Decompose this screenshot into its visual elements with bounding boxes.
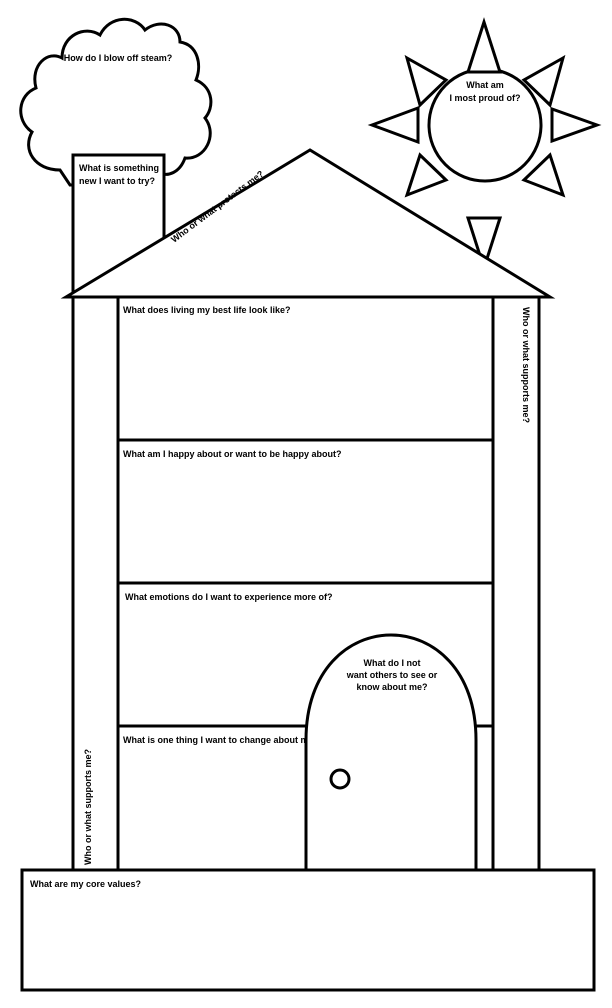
left-pillar-prompt: Who or what supports me? (83, 749, 93, 865)
door-prompt-line1: What do I not (364, 658, 421, 668)
door-knob (329, 768, 351, 790)
roof (60, 148, 556, 299)
sun-prompt-line2: I most proud of? (450, 93, 521, 103)
cloud-prompt: How do I blow off steam? (64, 53, 173, 63)
door (304, 633, 478, 870)
floor-1-prompt: What does living my best life look like? (123, 305, 291, 315)
door-prompt-line3: know about me? (356, 682, 427, 692)
sun-prompt-line1: What am (466, 80, 504, 90)
sun-shape (367, 17, 602, 273)
door-prompt-line2: want others to see or (346, 670, 438, 680)
house-walls (71, 297, 541, 870)
foundation (20, 868, 596, 992)
chimney-prompt-line2: new I want to try? (79, 176, 155, 186)
floor-4-prompt: What is one thing I want to change about… (123, 735, 335, 745)
floor-3-prompt: What emotions do I want to experience mo… (125, 592, 333, 602)
chimney-prompt-line1: What is something (79, 163, 159, 173)
foundation-prompt: What are my core values? (30, 879, 141, 889)
cloud-shape (19, 17, 213, 187)
floor-2-prompt: What am I happy about or want to be happ… (123, 449, 342, 459)
right-pillar-prompt: Who or what supports me? (521, 307, 531, 423)
